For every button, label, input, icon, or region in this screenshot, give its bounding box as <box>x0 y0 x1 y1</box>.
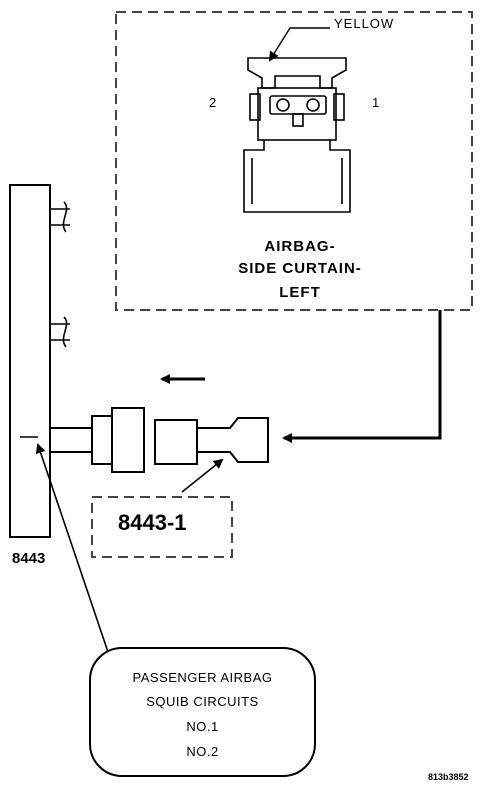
wire-break-upper <box>50 201 70 233</box>
callout-line-2: SQUIB CIRCUITS <box>146 694 259 709</box>
connector-title-line-1: AIRBAG- <box>264 238 336 255</box>
tool-8443-body <box>9 184 51 538</box>
connector-to-adapter-arrow <box>282 310 442 443</box>
airbag-connector-icon <box>243 57 351 213</box>
connector-title-line-2: SIDE CURTAIN- <box>238 260 362 277</box>
pin-1-label: 1 <box>372 95 380 110</box>
pin-2-label: 2 <box>209 95 217 110</box>
callout-bubble <box>89 647 316 777</box>
callout-line-1: PASSENGER AIRBAG <box>132 670 273 685</box>
adapter-label-box <box>91 496 233 558</box>
tool-8443-label: 8443 <box>12 550 46 567</box>
callout-line-4: NO.2 <box>186 744 219 759</box>
connector-view-box <box>115 11 473 311</box>
figure-id: 813b3852 <box>428 772 469 782</box>
callout-line-3: NO.1 <box>186 719 219 734</box>
adapter-leader-arrow <box>181 458 224 493</box>
yellow-wire-label: YELLOW <box>334 16 395 31</box>
adapter-8443-1-label: 8443-1 <box>118 510 187 535</box>
yellow-leader-line <box>268 27 330 62</box>
tool-plug <box>49 407 145 473</box>
callout-leader-arrow <box>35 443 109 653</box>
wire-break-lower <box>50 316 70 348</box>
connector-title-line-3: LEFT <box>279 284 321 301</box>
adapter-8443-1 <box>154 417 269 465</box>
